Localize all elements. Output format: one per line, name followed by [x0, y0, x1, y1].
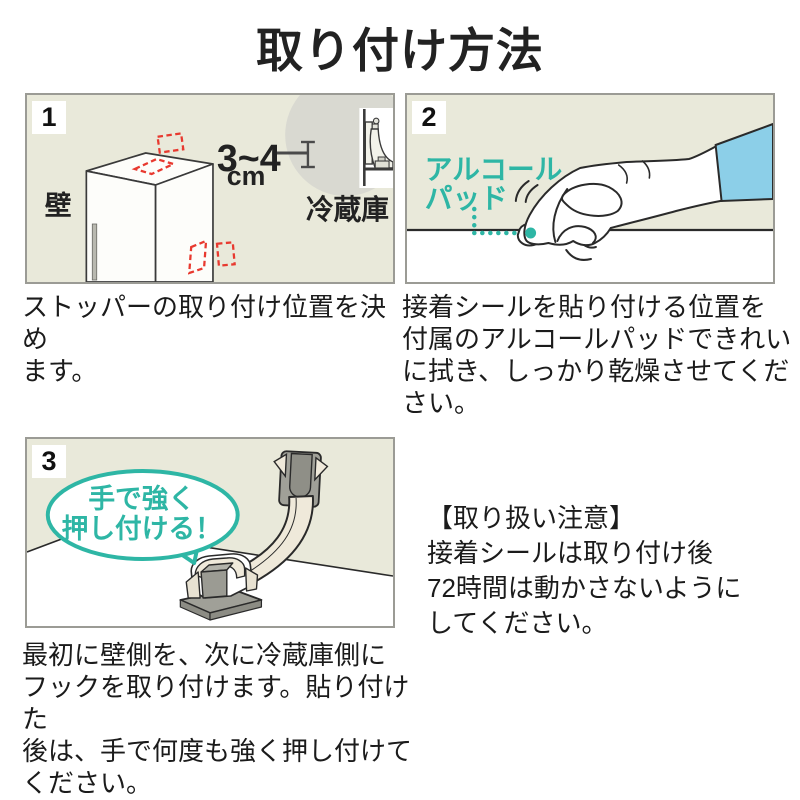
- alcohol-pad-label-line2: パッド: [425, 183, 508, 214]
- step-3-drawing: 手で強く 押し付ける！: [27, 450, 393, 626]
- step-1-panel: 壁 冷蔵庫 3~4 cm 1: [25, 93, 395, 284]
- stopper-inset: [276, 95, 393, 196]
- placement-markers: [131, 132, 236, 275]
- page-title: 取り付け方法: [256, 24, 544, 77]
- stopper-side-view: [364, 117, 393, 169]
- step-number-badge: 1: [32, 101, 66, 134]
- pointer-dot: [525, 227, 537, 239]
- alcohol-pad-label-line1: アルコール: [425, 154, 563, 185]
- step-2-panel: アルコール パッド 2: [405, 93, 775, 284]
- measurement-unit: cm: [227, 161, 266, 191]
- step-number-badge: 2: [412, 101, 446, 134]
- speech-bubble: 手で強く 押し付ける！: [45, 469, 240, 565]
- measurement-value: 3~4: [217, 138, 281, 180]
- step-2-drawing: アルコール パッド: [407, 122, 773, 282]
- fridge-hook-base: [179, 553, 263, 621]
- step-3-caption: 最初に壁側を、次に冷蔵庫側に フックを取り付けます。貼り付けた 後は、手で何度も…: [22, 640, 413, 798]
- motion-lines: [514, 180, 597, 261]
- handling-note: 【取り扱い注意】 接着シールは取り付け後 72時間は動かさないように してくださ…: [427, 501, 787, 641]
- measurement-bracket: [276, 140, 315, 169]
- handling-note-heading: 【取り扱い注意】: [427, 503, 636, 533]
- step-1-drawing: 壁 冷蔵庫 3~4 cm: [45, 95, 393, 282]
- step-2-caption: 接着シールを貼り付ける位置を 付属のアルコールパッドできれい に拭き、しっかり乾…: [402, 292, 792, 418]
- step-1-caption: ストッパーの取り付け位置を決め ます。: [22, 292, 387, 386]
- step-3-panel: 手で強く 押し付ける！ 3: [25, 437, 395, 628]
- fridge-door-handle: [91, 223, 98, 281]
- bubble-text-line2: 押し付ける！: [62, 514, 222, 544]
- wall-label: 壁: [45, 191, 72, 221]
- refrigerator-drawing: [85, 152, 214, 282]
- hand-wiping: [523, 145, 727, 247]
- sleeve: [714, 122, 773, 203]
- alcohol-pad-pointer: [472, 206, 524, 236]
- fridge-label: 冷蔵庫: [306, 194, 389, 225]
- step-number-badge: 3: [32, 445, 66, 478]
- bubble-text-line1: 手で強く: [88, 484, 195, 514]
